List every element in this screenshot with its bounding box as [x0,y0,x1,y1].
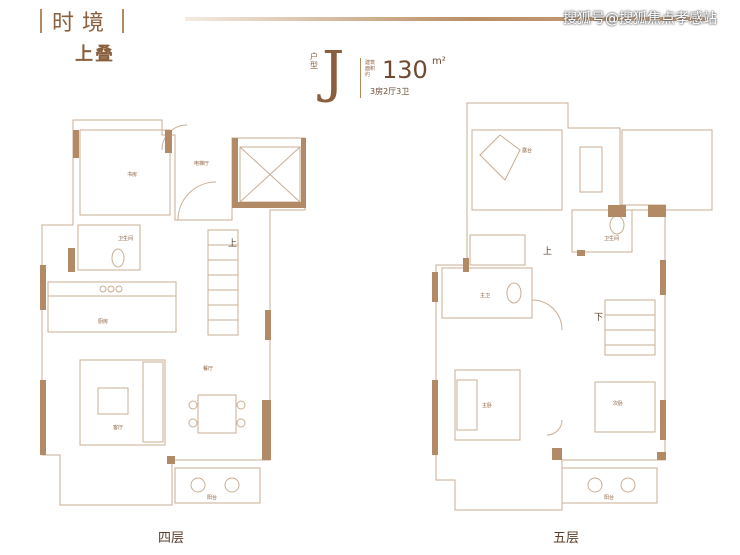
area-value: 130 [382,56,428,84]
header: 时境 [40,5,125,37]
title-divider-right [122,9,125,33]
floor-label-5: 五层 [553,531,580,546]
header-gold-line [185,17,705,21]
area-unit: m² [432,56,446,67]
unit-divider [360,58,361,98]
watermark: 搜狐号@搜狐焦点孝感站 [563,11,717,27]
room-dining-label: 餐厅 [203,366,214,372]
stair-up4-label: 上 [228,239,238,249]
stair-up5-label: 上 [543,247,553,257]
room-bedroom-label: 次卧 [613,401,624,407]
room-master-bath-label: 主卫 [480,293,491,299]
room-study-label: 书房 [127,172,138,178]
room-bath4-label: 卫生间 [118,236,134,242]
room-elevator-label: 电梯厅 [194,161,210,167]
room-terrace-label: 露台 [522,148,533,154]
floor4-plan [41,119,306,506]
room-bath5-label: 卫生间 [604,236,620,242]
floor5-plan [435,102,713,511]
area-label: 建筑面积约 [365,60,376,78]
unit-type-prefix: 户型 [310,52,318,70]
project-subtitle: 上叠 [75,44,115,65]
unit-layout: 3房2厅3卫 [370,87,410,96]
unit-type-letter: J [322,40,345,105]
room-balcony5-label: 阳台 [604,495,615,501]
floor-label-4: 四层 [158,531,185,546]
project-title: 时境 [52,11,113,36]
room-master-bed-label: 主卧 [482,403,493,409]
room-kitchen-label: 厨房 [98,319,109,325]
room-balcony4-label: 阳台 [207,495,218,501]
room-living-label: 客厅 [113,425,124,431]
title-divider-left [40,9,42,33]
stair-down5-label: 下 [594,313,604,323]
